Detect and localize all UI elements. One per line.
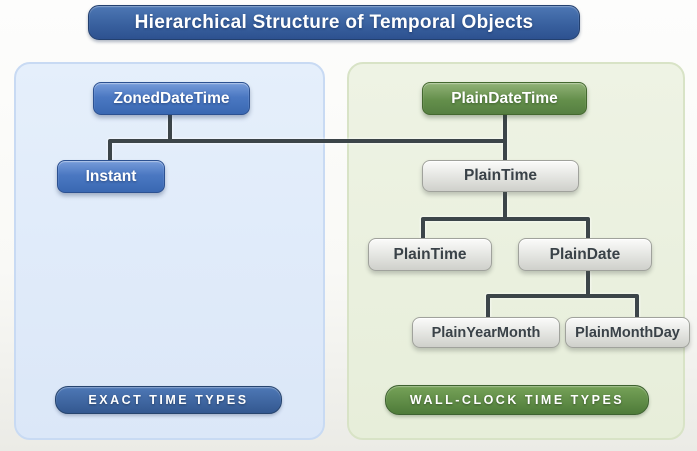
node-plain-month-day: PlainMonthDay [565,317,690,348]
node-instant: Instant [57,160,165,193]
badge-exact-time-types: EXACT TIME TYPES [55,386,282,414]
node-zoned-date-time: ZonedDateTime [93,82,250,115]
node-plain-date: PlainDate [518,238,652,271]
diagram-title: Hierarchical Structure of Temporal Objec… [88,5,580,40]
node-plain-date-time: PlainDateTime [422,82,587,115]
node-plain-year-month: PlainYearMonth [412,317,560,348]
node-plain-time: PlainTime [368,238,492,271]
panel-exact-time-types [14,62,325,440]
node-plain-time-mid: PlainTime [422,160,579,192]
badge-wall-clock-time-types: WALL-CLOCK TIME TYPES [385,385,649,415]
